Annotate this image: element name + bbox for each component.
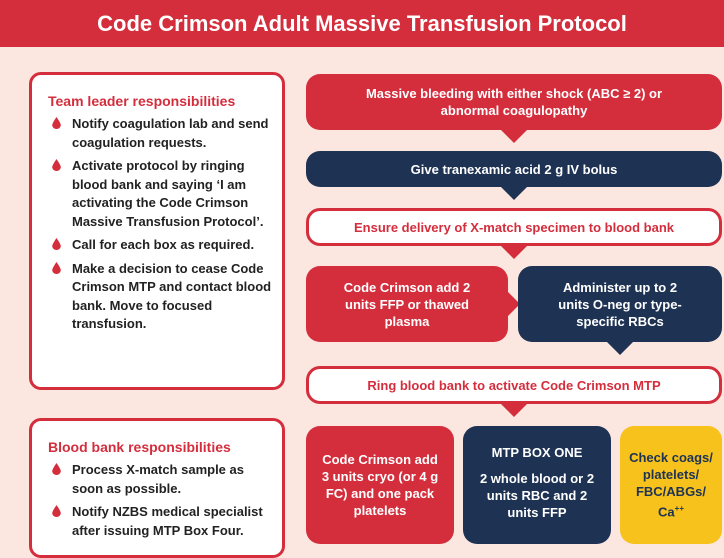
blood-bank-heading: Blood bank responsibilities: [48, 439, 231, 455]
list-item-text: Process X-match sample as soon as possib…: [72, 462, 244, 496]
ring-box: Ring blood bank to activate Code Crimson…: [306, 366, 722, 404]
flow-arrow: [508, 292, 520, 316]
check-coags-box: Check coags/ platelets/ FBC/ABGs/ Ca++: [620, 426, 722, 544]
list-item: Process X-match sample as soon as possib…: [48, 461, 272, 498]
title-bar: Code Crimson Adult Massive Transfusion P…: [0, 0, 724, 47]
list-item: Activate protocol by ringing blood bank …: [48, 157, 272, 231]
massive-bleeding-box: Massive bleeding with either shock (ABC …: [306, 74, 722, 130]
blood-drop-icon: [52, 261, 61, 274]
mtp-box-title: MTP BOX ONE: [491, 445, 583, 460]
mtp-box-one: MTP BOX ONE 2 whole blood or 2 units RBC…: [463, 426, 611, 544]
blood-drop-icon: [52, 117, 61, 129]
list-item-text: Make a decision to cease Code Crimson MT…: [72, 260, 272, 332]
blood-bank-panel: Blood bank responsibilities Process X-ma…: [29, 418, 285, 558]
list-item: Make a decision to cease Code Crimson MT…: [48, 260, 272, 334]
list-item: Notify coagulation lab and send coagulat…: [48, 115, 272, 152]
txa-box: Give tranexamic acid 2 g IV bolus: [306, 151, 722, 187]
page-title: Code Crimson Adult Massive Transfusion P…: [97, 11, 627, 36]
blood-drop-icon: [52, 505, 61, 517]
team-leader-panel: Team leader responsibilities Notify coag…: [29, 72, 285, 390]
list-item-text: Notify coagulation lab and send coagulat…: [72, 116, 269, 150]
list-item: Call for each box as required.: [48, 236, 272, 255]
flow-arrow: [501, 187, 527, 200]
flow-arrow: [501, 130, 527, 143]
list-item-text: Notify NZBS medical specialist after iss…: [72, 504, 263, 538]
flow-arrow: [501, 246, 527, 259]
list-item-text: Activate protocol by ringing blood bank …: [72, 158, 264, 229]
team-leader-heading: Team leader responsibilities: [48, 93, 236, 109]
blood-bank-list: Process X-match sample as soon as possib…: [48, 461, 272, 540]
calcium-superscript: ++: [674, 504, 684, 514]
flow-arrow: [501, 404, 527, 417]
list-item: Notify NZBS medical specialist after iss…: [48, 503, 272, 540]
mtp-box-body: 2 whole blood or 2 units RBC and 2 units…: [479, 471, 595, 520]
blood-drop-icon: [52, 238, 61, 250]
flow-arrow: [607, 342, 633, 355]
cryo-box: Code Crimson add 3 units cryo (or 4 g FC…: [306, 426, 454, 544]
list-item-text: Call for each box as required.: [72, 237, 255, 252]
blood-drop-icon: [52, 159, 61, 171]
check-coags-text: Check coags/ platelets/ FBC/ABGs/ Ca: [629, 450, 713, 520]
blood-drop-icon: [52, 463, 61, 475]
team-leader-list: Notify coagulation lab and send coagulat…: [48, 115, 272, 334]
xmatch-box: Ensure delivery of X-match specimen to b…: [306, 208, 722, 246]
ffp-box: Code Crimson add 2 units FFP or thawed p…: [306, 266, 508, 342]
oneg-box: Administer up to 2 units O-neg or type-s…: [518, 266, 722, 342]
